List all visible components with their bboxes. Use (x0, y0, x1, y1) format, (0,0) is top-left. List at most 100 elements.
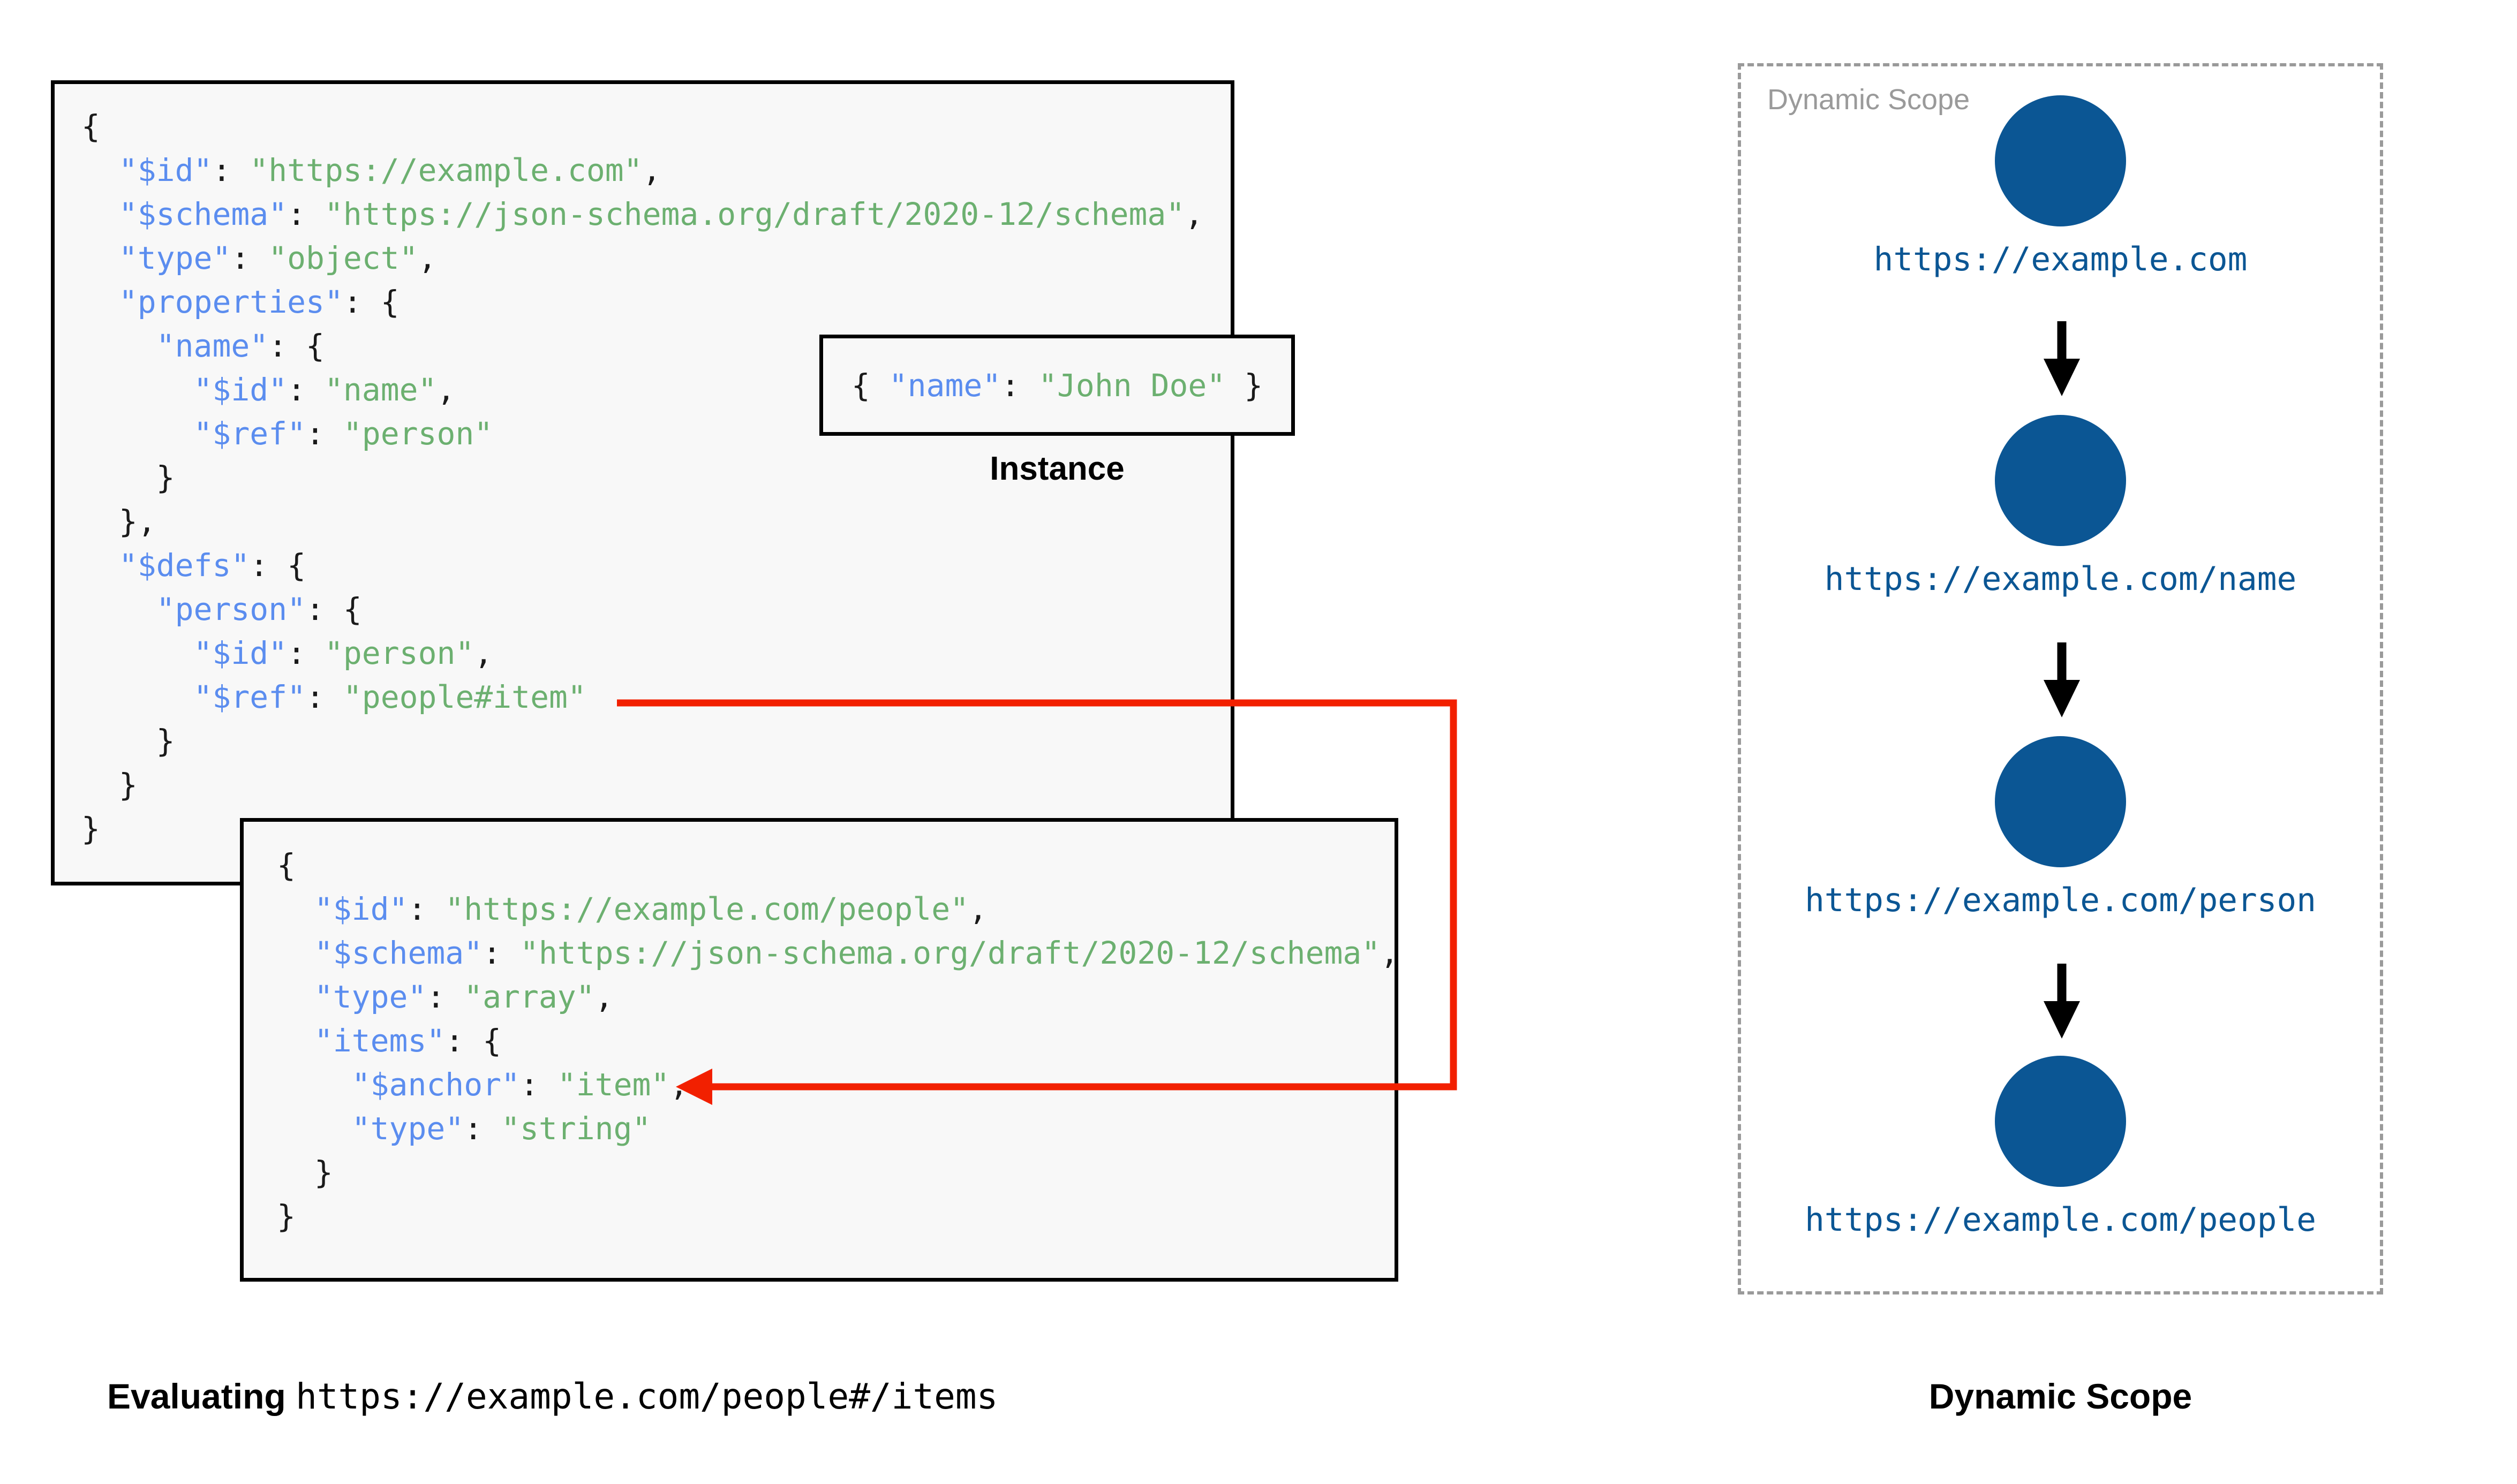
json-punct: : { (343, 284, 400, 320)
json-punct (81, 591, 156, 627)
json-string: "people#item" (343, 679, 586, 715)
code-line: }, (81, 499, 1231, 543)
evaluating-uri: https://example.com/people#/items (296, 1376, 998, 1417)
evaluating-label: Evaluating (107, 1376, 296, 1416)
json-punct: : (231, 240, 269, 276)
json-string: "item" (557, 1066, 670, 1103)
code-line: "$defs": { (81, 543, 1231, 587)
json-key: "person" (156, 591, 306, 627)
json-punct: : { (445, 1023, 502, 1059)
json-string: "https://example.com/people" (445, 891, 969, 927)
json-punct: : (408, 891, 446, 927)
instance-caption: Instance (990, 450, 1125, 487)
json-punct: : (306, 679, 343, 715)
json-punct: , (642, 152, 661, 188)
json-string: "person" (324, 635, 474, 671)
json-punct: , (1380, 935, 1399, 971)
json-punct: } (277, 1154, 333, 1191)
json-punct (81, 372, 194, 408)
json-key: "$schema" (118, 196, 288, 232)
code-line: } (81, 456, 1231, 499)
dynamic-scope-caption: Dynamic Scope (1928, 1376, 2192, 1416)
json-key: "name" (156, 328, 269, 364)
json-punct (81, 547, 119, 584)
json-punct: , (594, 979, 614, 1015)
dynamic-scope-panel-label: Dynamic Scope (1767, 84, 1970, 116)
scope-node-2: https://example.com/person (1738, 736, 2383, 919)
code-line: "$schema": "https://json-schema.org/draf… (81, 192, 1231, 236)
code-line: "$ref": "people#item" (81, 675, 1231, 719)
json-punct: } (81, 459, 175, 496)
code-line: "properties": { (81, 280, 1231, 324)
json-punct: , (474, 635, 493, 671)
json-key: "$id" (314, 891, 408, 927)
scope-node-1: https://example.com/name (1738, 415, 2383, 598)
json-string: "https://example.com" (250, 152, 643, 188)
json-punct: : (287, 635, 325, 671)
evaluating-caption: Evaluating https://example.com/people#/i… (107, 1376, 998, 1417)
scope-node-uri: https://example.com (1873, 240, 2248, 278)
json-key: "$id" (193, 372, 288, 408)
json-punct: } (277, 1198, 296, 1235)
json-string: "name" (324, 372, 437, 408)
json-punct: : (287, 372, 325, 408)
json-punct: , (436, 372, 456, 408)
scope-node-circle (1995, 95, 2126, 226)
json-key: "$ref" (193, 415, 306, 452)
code-line: { (277, 843, 1395, 887)
json-string: "https://json-schema.org/draft/2020-12/s… (519, 935, 1381, 971)
scope-node-0: https://example.com (1738, 95, 2383, 278)
json-key: "$id" (118, 152, 213, 188)
scope-node-circle (1995, 415, 2126, 546)
json-string: "John Doe" (1038, 367, 1226, 404)
json-punct: } (81, 767, 138, 803)
json-string: "string" (501, 1110, 651, 1147)
json-punct: , (418, 240, 437, 276)
json-punct: }, (81, 503, 156, 540)
code-line: "items": { (277, 1019, 1395, 1063)
json-key: "items" (314, 1023, 446, 1059)
json-punct: : (483, 935, 520, 971)
dynamic-scope-panel (1738, 63, 2383, 1294)
scope-node-uri: https://example.com/name (1824, 560, 2297, 598)
json-punct: : (306, 415, 343, 452)
scope-node-uri: https://example.com/person (1805, 881, 2316, 919)
json-punct (277, 1023, 314, 1059)
code-line: } (277, 1194, 1395, 1238)
code-line: "type": "string" (277, 1107, 1395, 1150)
json-punct (81, 328, 156, 364)
json-punct: : (212, 152, 250, 188)
json-key: "type" (314, 979, 427, 1015)
json-punct: : { (306, 591, 362, 627)
json-punct (81, 284, 119, 320)
code-line: { (81, 104, 1231, 148)
code-line: "$anchor": "item", (277, 1063, 1395, 1107)
json-punct: : (426, 979, 464, 1015)
json-punct: } (81, 811, 100, 847)
people-schema-box: { "$id": "https://example.com/people", "… (240, 818, 1399, 1282)
json-punct: { (277, 847, 296, 883)
code-line: } (81, 807, 1231, 851)
scope-node-circle (1995, 1056, 2126, 1187)
json-punct: { (81, 108, 100, 145)
json-key: "$anchor" (351, 1066, 520, 1103)
code-line: "type": "array", (277, 975, 1395, 1019)
json-punct (277, 1110, 352, 1147)
scope-node-uri: https://example.com/people (1805, 1201, 2316, 1239)
json-key: "$schema" (314, 935, 483, 971)
json-punct: : (287, 196, 325, 232)
json-punct: , (969, 891, 988, 927)
json-string: "https://json-schema.org/draft/2020-12/s… (324, 196, 1185, 232)
json-key: "properties" (118, 284, 343, 320)
json-string: "object" (268, 240, 418, 276)
json-punct: , (669, 1066, 689, 1103)
json-punct: : (464, 1110, 502, 1147)
json-punct (81, 635, 194, 671)
json-punct (277, 1066, 352, 1103)
json-punct (81, 415, 194, 452)
json-punct (81, 679, 194, 715)
json-punct: { (851, 367, 889, 404)
json-punct (277, 935, 314, 971)
code-line: "$id": "https://example.com", (81, 148, 1231, 192)
